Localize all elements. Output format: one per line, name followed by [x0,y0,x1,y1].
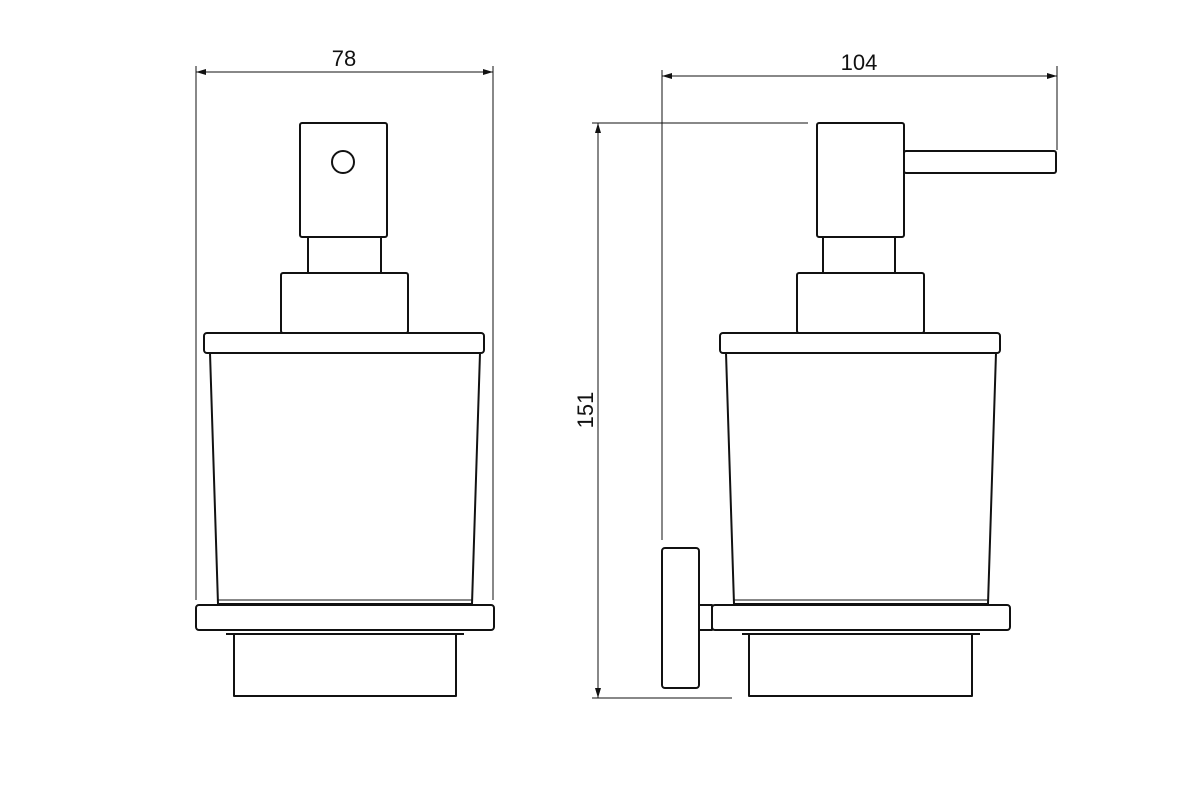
front-pump-stem [307,236,382,274]
front-view [195,122,495,697]
side-glass-container [725,352,997,605]
side-pump-head [816,122,905,238]
front-pump-head [299,122,388,238]
front-nozzle-hole-icon [331,150,355,174]
side-holder-cup [748,634,973,697]
front-holder-plate [195,604,495,631]
front-width-dimension: 78 [195,46,494,600]
front-pump-collar [280,272,409,334]
side-height-dimension: 151 [573,122,808,699]
side-pump-stem [822,236,896,274]
side-holder-plate [711,604,1011,631]
front-glass-container [209,352,481,605]
wall-mount-arm [698,604,713,631]
side-lid [719,332,1001,354]
front-holder-cup [233,634,457,697]
side-pump-collar [796,272,925,334]
front-width-label: 78 [332,46,356,71]
side-height-label: 151 [573,392,598,429]
side-width-dimension: 104 [661,50,1058,540]
wall-mount-plate [661,547,700,689]
side-view [661,122,1057,697]
side-spout [903,150,1057,174]
front-lid [203,332,485,354]
side-width-label: 104 [841,50,878,75]
